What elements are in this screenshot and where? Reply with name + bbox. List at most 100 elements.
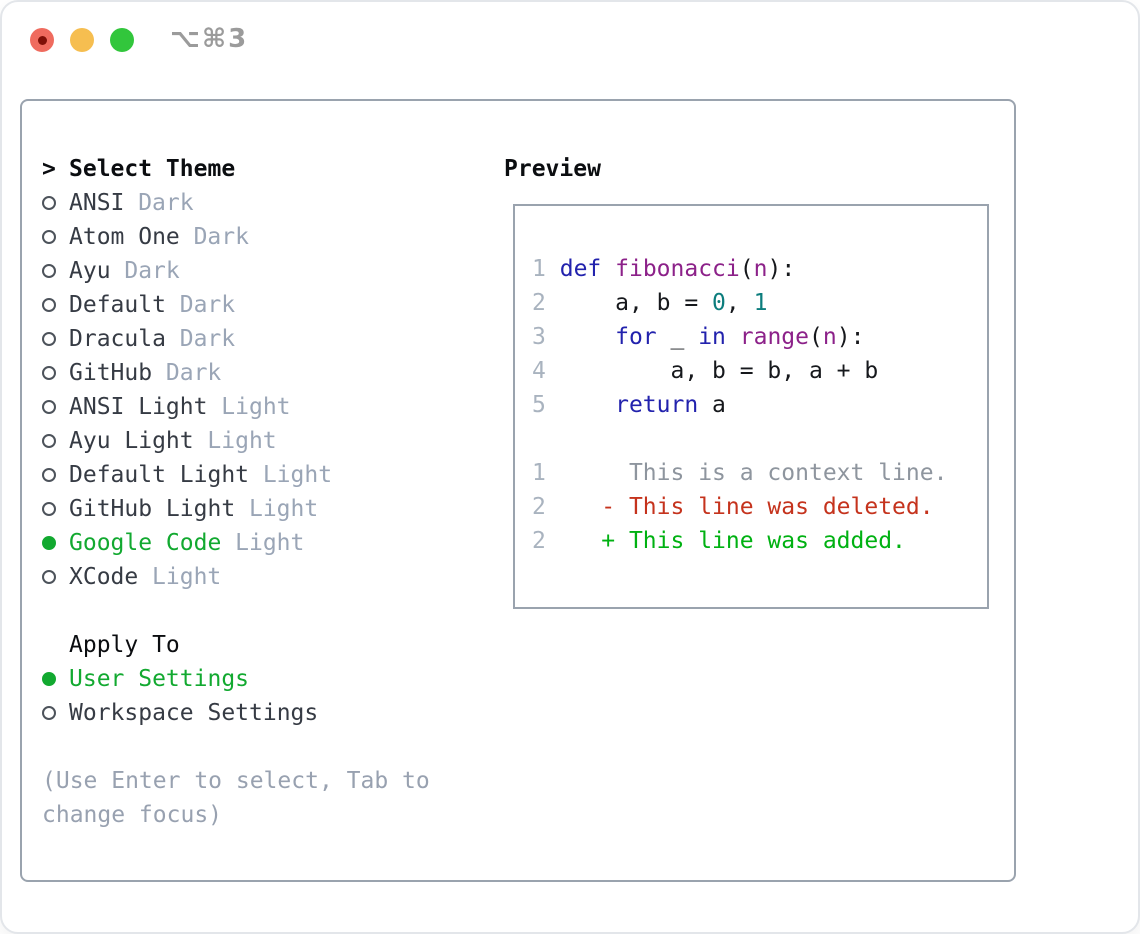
radio-marker-cell xyxy=(42,502,69,516)
theme-variant-badge: Dark xyxy=(124,258,180,284)
theme-name: Ayu xyxy=(69,258,111,284)
theme-name: Atom One xyxy=(69,224,180,250)
code-line: 1 This is a context line. xyxy=(532,456,987,490)
radio-marker-cell xyxy=(42,366,69,380)
theme-name: ANSI xyxy=(69,190,125,216)
theme-variant-badge: Dark xyxy=(165,360,222,386)
code-token: _ xyxy=(656,324,699,350)
radio-marker-cell xyxy=(42,196,69,210)
code-token: fibonacci xyxy=(615,256,740,282)
select-theme-header: > Select Theme xyxy=(42,152,492,186)
line-number: 2 xyxy=(532,528,546,554)
radio-selected-icon xyxy=(42,536,56,550)
theme-variant-badge: Light xyxy=(235,530,305,556)
theme-option[interactable]: Default Dark xyxy=(42,288,492,322)
code-token: ): xyxy=(836,324,865,350)
radio-unselected-icon xyxy=(42,400,56,414)
line-number: 3 xyxy=(532,324,546,350)
theme-name: Ayu Light xyxy=(69,428,194,454)
code-token: This is a context line. xyxy=(559,460,948,486)
theme-variant-badge: Dark xyxy=(138,190,194,216)
hint-line: (Use Enter to select, Tab to xyxy=(42,768,430,794)
code-token: a, b = b, a + b xyxy=(559,358,879,384)
theme-option[interactable]: Ayu Light Light xyxy=(42,424,492,458)
code-token: ): xyxy=(767,256,796,282)
code-token: for xyxy=(615,324,657,350)
code-line: 2 a, b = 0, 1 xyxy=(532,286,987,320)
apply-option-name: User Settings xyxy=(69,666,250,692)
apply-to-label: Apply To xyxy=(69,632,180,658)
radio-marker-cell xyxy=(42,434,69,448)
radio-unselected-icon xyxy=(42,264,56,278)
theme-variant-badge: Dark xyxy=(179,326,236,352)
radio-unselected-icon xyxy=(42,706,56,720)
theme-variant-badge: Light xyxy=(248,496,319,522)
line-number: 4 xyxy=(532,358,546,384)
radio-marker-cell xyxy=(42,672,69,686)
radio-marker-cell xyxy=(42,298,69,312)
theme-name: GitHub Light xyxy=(69,496,236,522)
theme-option[interactable]: ANSI Dark xyxy=(42,186,492,220)
close-button[interactable] xyxy=(30,28,54,52)
theme-variant-badge: Dark xyxy=(179,292,236,318)
theme-option[interactable]: Dracula Dark xyxy=(42,322,492,356)
radio-unselected-icon xyxy=(42,196,56,210)
apply-option[interactable]: User Settings xyxy=(42,662,492,696)
code-token: a xyxy=(698,392,726,418)
code-token: ( xyxy=(739,256,754,282)
theme-variant-badge: Light xyxy=(221,394,291,420)
radio-unselected-icon xyxy=(42,570,56,584)
apply-option-name: Workspace Settings xyxy=(69,700,319,726)
code-token xyxy=(601,256,615,282)
spacer-row xyxy=(42,594,492,628)
code-line: 1 def fibonacci(n): xyxy=(532,252,987,286)
code-token xyxy=(560,392,615,418)
theme-option[interactable]: GitHub Light Light xyxy=(42,492,492,526)
window-titlebar: ⌥⌘3 xyxy=(30,24,246,54)
theme-variant-badge: Light xyxy=(152,564,222,590)
hint-line: change focus) xyxy=(42,802,223,828)
radio-marker-cell xyxy=(42,468,69,482)
zoom-button[interactable] xyxy=(110,28,134,52)
theme-name: Dracula xyxy=(69,326,166,352)
radio-marker-cell xyxy=(42,264,69,278)
theme-name: Default Light xyxy=(69,462,250,488)
apply-to-header: Apply To xyxy=(42,628,492,662)
radio-marker-cell xyxy=(42,706,69,720)
code-line: 5 return a xyxy=(532,388,987,422)
line-number: 2 xyxy=(532,290,546,316)
theme-name: ANSI Light xyxy=(69,394,208,420)
radio-unselected-icon xyxy=(42,502,56,516)
line-number: 5 xyxy=(532,392,546,418)
code-token: a, b = xyxy=(559,290,713,316)
focus-caret: > xyxy=(42,156,56,182)
spacer-row xyxy=(42,730,492,764)
theme-option[interactable]: Ayu Dark xyxy=(42,254,492,288)
hint-text: (Use Enter to select, Tab to change focus… xyxy=(42,764,492,832)
code-token: - This line was deleted. xyxy=(559,494,934,520)
minimize-button[interactable] xyxy=(70,28,94,52)
code-line: 4 a, b = b, a + b xyxy=(532,354,987,388)
apply-option[interactable]: Workspace Settings xyxy=(42,696,492,730)
radio-marker-cell xyxy=(42,400,69,414)
select-theme-label: Select Theme xyxy=(69,156,236,182)
theme-option[interactable]: ANSI Light Light xyxy=(42,390,492,424)
code-line: 3 for _ in range(n): xyxy=(532,320,987,354)
radio-unselected-icon xyxy=(42,434,56,448)
theme-variant-badge: Light xyxy=(207,428,277,454)
radio-marker-cell xyxy=(42,570,69,584)
code-token: 1 xyxy=(753,290,768,316)
radio-marker-cell xyxy=(42,230,69,244)
radio-unselected-icon xyxy=(42,332,56,346)
code-token: n xyxy=(822,324,837,350)
theme-name: Default xyxy=(69,292,166,318)
radio-marker-cell xyxy=(42,332,69,346)
